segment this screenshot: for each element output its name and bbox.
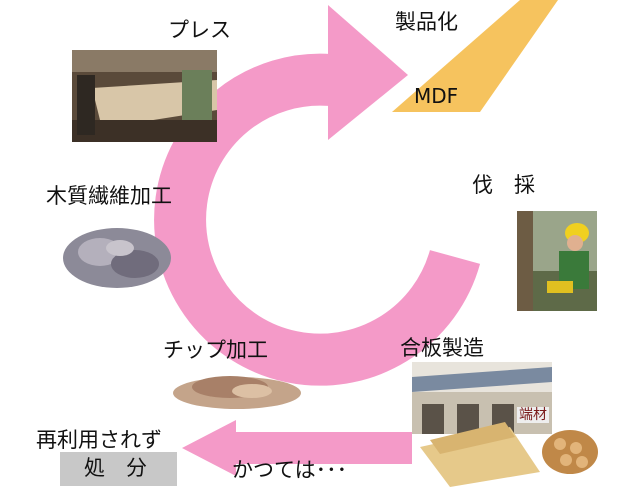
label-press: プレス (168, 18, 231, 42)
label-fiber: 木質繊維加工 (46, 184, 172, 208)
wood-fiber-photo (63, 228, 171, 288)
disposal-box (60, 452, 177, 486)
label-productize: 製品化 (395, 10, 458, 34)
label-formerly: かつては･･･ (232, 458, 348, 482)
logger-photo (517, 211, 597, 311)
mdf-board-icon (392, 0, 558, 112)
press-machine-photo (72, 50, 217, 142)
wood-chip-photo (173, 376, 301, 409)
cycle-arrow-ring (154, 53, 481, 386)
cycle-arrowhead (328, 5, 408, 140)
label-chip: チップ加工 (163, 338, 268, 362)
label-unused: 再利用されず (36, 428, 162, 452)
label-offcut: 端材 (517, 407, 549, 423)
formerly-arrow-shaft (232, 432, 412, 464)
formerly-arrowhead (182, 420, 236, 476)
label-mdf: MDF (414, 84, 459, 108)
lumber-pile-icon (420, 422, 598, 487)
label-disposal: 処 分 (84, 456, 147, 480)
label-logging: 伐 採 (472, 173, 535, 197)
label-plywood: 合板製造 (400, 336, 484, 360)
